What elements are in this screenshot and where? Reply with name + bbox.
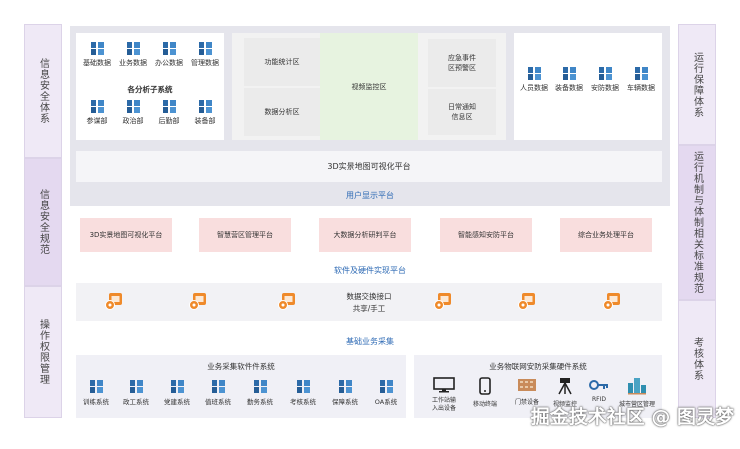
data-grid-icon — [90, 42, 104, 55]
side-right-ops-guarantee: 运行保障体系 — [678, 24, 716, 145]
icon-cell[interactable]: OA系统 — [369, 380, 403, 406]
mobile-phone-icon — [479, 377, 491, 395]
data-grid-icon — [598, 67, 612, 80]
emergency-zone[interactable]: 应急事件区预警区 — [428, 39, 496, 87]
side-right-standards: 运行机制与体制相关标准规范 — [678, 145, 716, 300]
hardware-collect-title: 业务物联网安防采集硬件系统 — [489, 362, 587, 371]
pink-platform-box[interactable]: 大数据分析研判平台 — [319, 218, 411, 252]
icon-cell[interactable]: 考核系统 — [286, 380, 320, 406]
3d-map-platform-bar[interactable]: 3D实景地图可视化平台 — [76, 151, 662, 182]
pink-platform-box[interactable]: 智能感知安防平台 — [440, 218, 532, 252]
exchange-gear-icon — [434, 293, 451, 310]
data-grid-icon — [162, 100, 176, 113]
city-building-icon — [628, 378, 646, 395]
analysis-zone[interactable]: 数据分析区 — [244, 88, 320, 136]
exchange-gear-icon — [189, 293, 206, 310]
icon-cell[interactable]: 基础数据 — [80, 42, 114, 68]
data-grid-icon — [211, 380, 225, 393]
data-grid-icon — [198, 100, 212, 113]
data-grid-icon — [379, 380, 393, 393]
stats-zone[interactable]: 功能统计区 — [244, 38, 320, 86]
notice-zone[interactable]: 日常通知信息区 — [428, 89, 496, 135]
icon-cell[interactable]: 装备部 — [188, 100, 222, 126]
hw-cell[interactable]: 移动终端 — [470, 377, 500, 408]
rfid-key-icon — [589, 380, 608, 390]
video-monitor-zone[interactable]: 视频监控区 — [320, 33, 418, 140]
exchange-sub: 共享/手工 — [352, 304, 386, 313]
data-grid-icon — [296, 380, 310, 393]
user-display-label: 用户显示平台 — [346, 191, 394, 200]
access-gate-icon — [518, 379, 536, 391]
exchange-title: 数据交换接口 — [346, 292, 392, 301]
analysis-subsystem-panel: 基础数据 业务数据 办公数据 管理数据 各分析子系统 参谋部 政治部 后勤部 装… — [76, 33, 224, 140]
side-left-label-2: 信息安全规范 — [37, 189, 49, 255]
data-grid-icon — [90, 100, 104, 113]
camera-tripod-icon — [558, 378, 572, 395]
subsystem-title: 各分析子系统 — [127, 85, 173, 94]
watermark-text: 掘金技术社区 @ 图灵梦 — [530, 406, 734, 428]
pink-platform-box[interactable]: 智慧营区管理平台 — [199, 218, 291, 252]
data-grid-icon — [562, 67, 576, 80]
icon-cell[interactable]: 训练系统 — [79, 380, 113, 406]
icon-cell[interactable]: 参谋部 — [80, 100, 114, 126]
hw-cell[interactable]: 门禁设备 — [510, 377, 544, 406]
data-grid-icon — [527, 67, 541, 80]
side-right-assessment: 考核体系 — [678, 300, 716, 418]
icon-cell[interactable]: 车辆数据 — [624, 67, 658, 93]
data-grid-icon — [198, 42, 212, 55]
data-grid-icon — [170, 380, 184, 393]
icon-cell[interactable]: 业务数据 — [116, 42, 150, 68]
data-grid-icon — [253, 380, 267, 393]
side-right-label-1: 运行保障体系 — [691, 51, 703, 118]
exchange-gear-icon — [278, 293, 295, 310]
base-collect-label: 基础业务采集 — [346, 337, 394, 346]
icon-cell[interactable]: 勤务系统 — [243, 380, 277, 406]
icon-cell[interactable]: 保障系统 — [328, 380, 362, 406]
hw-cell[interactable]: RFID — [584, 377, 614, 403]
software-collect-title: 业务采集软件件系统 — [207, 362, 275, 371]
icon-cell[interactable]: 政工系统 — [119, 380, 153, 406]
side-right-label-2: 运行机制与体制相关标准规范 — [691, 151, 703, 294]
icon-cell[interactable]: 办公数据 — [152, 42, 186, 68]
side-left-security-system: 信息安全体系 — [24, 24, 62, 158]
hardware-collect-panel: 业务物联网安防采集硬件系统 工作站输入出设备 移动终端 门禁设备 视频监控 RF… — [414, 355, 662, 418]
data-exchange-row: 数据交换接口 共享/手工 — [76, 283, 662, 321]
data-grid-icon — [89, 380, 103, 393]
software-collect-panel: 业务采集软件件系统 训练系统 政工系统 党建系统 值班系统 勤务系统 考核系统 … — [76, 355, 406, 418]
monitor-icon — [433, 377, 455, 393]
icon-cell[interactable]: 值班系统 — [201, 380, 235, 406]
icon-cell[interactable]: 安防数据 — [588, 67, 622, 93]
pink-platform-box[interactable]: 综合业务处理平台 — [560, 218, 652, 252]
data-grid-icon — [126, 100, 140, 113]
exchange-gear-icon — [603, 293, 620, 310]
hw-cell[interactable]: 城市营区管理 — [614, 375, 660, 408]
side-left-permission: 操作权限管理 — [24, 286, 62, 418]
data-grid-icon — [634, 67, 648, 80]
data-grid-icon — [338, 380, 352, 393]
icon-cell[interactable]: 装备数据 — [552, 67, 586, 93]
hw-cell[interactable]: 工作站输入出设备 — [424, 377, 464, 413]
exchange-gear-icon — [105, 293, 122, 310]
data-grid-icon — [126, 42, 140, 55]
icon-cell[interactable]: 政治部 — [116, 100, 150, 126]
resource-data-panel: 人员数据 装备数据 安防数据 车辆数据 — [514, 33, 662, 140]
icon-cell[interactable]: 管理数据 — [188, 42, 222, 68]
data-grid-icon — [162, 42, 176, 55]
exchange-gear-icon — [518, 293, 535, 310]
side-left-security-spec: 信息安全规范 — [24, 158, 62, 286]
data-grid-icon — [129, 380, 143, 393]
icon-cell[interactable]: 党建系统 — [160, 380, 194, 406]
pink-platform-box[interactable]: 3D实景地图可视化平台 — [80, 218, 172, 252]
side-left-label-1: 信息安全体系 — [37, 58, 49, 124]
side-left-label-3: 操作权限管理 — [37, 319, 49, 385]
icon-cell[interactable]: 后勤部 — [152, 100, 186, 126]
sw-hw-platform-label: 软件及硬件实现平台 — [334, 266, 406, 275]
dashboard-zones-panel: 功能统计区 数据分析区 视频监控区 应急事件区预警区 日常通知信息区 — [232, 33, 506, 140]
icon-cell[interactable]: 人员数据 — [517, 67, 551, 93]
side-right-label-3: 考核体系 — [691, 337, 703, 381]
hw-cell[interactable]: 视频监控 — [548, 377, 582, 408]
